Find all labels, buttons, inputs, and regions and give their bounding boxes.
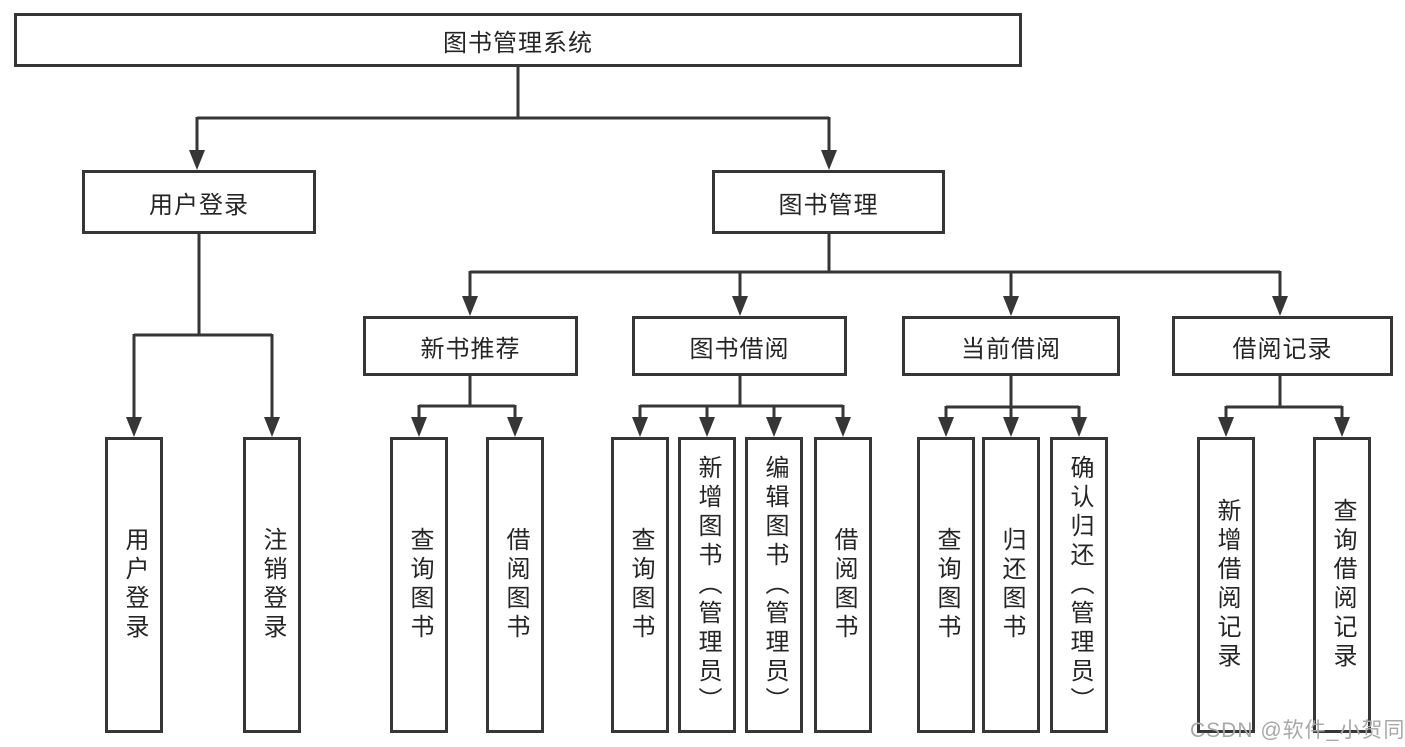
node-leaf-query-borrow-record: 查询借阅记录 xyxy=(1313,437,1371,733)
node-leaf-return-book: 归还图书 xyxy=(982,437,1040,733)
csdn-watermark: CSDN @软件_小贺同学 xyxy=(1190,719,1405,742)
node-leaf-confirm-return-admin: 确认归还（管理员） xyxy=(1050,437,1108,733)
node-leaf-query-book-current: 查询图书 xyxy=(917,437,975,733)
node-leaf-logout: 注销登录 xyxy=(243,437,301,733)
node-current-borrow: 当前借阅 xyxy=(902,316,1120,376)
node-leaf-edit-book-admin: 编辑图书（管理员） xyxy=(745,437,803,733)
node-borrow-records: 借阅记录 xyxy=(1172,316,1393,376)
node-leaf-add-book-admin: 新增图书（管理员） xyxy=(678,437,736,733)
node-leaf-user-login: 用户登录 xyxy=(105,437,163,733)
node-new-book-recommend: 新书推荐 xyxy=(363,316,578,376)
node-leaf-query-book-borrow: 查询图书 xyxy=(611,437,669,733)
node-leaf-borrow-book-recommend: 借阅图书 xyxy=(486,437,544,733)
node-leaf-borrow-book: 借阅图书 xyxy=(814,437,872,733)
node-leaf-query-book-recommend: 查询图书 xyxy=(390,437,448,733)
connector-lines xyxy=(132,67,1344,419)
node-library-management-system: 图书管理系统 xyxy=(14,13,1022,67)
node-leaf-add-borrow-record: 新增借阅记录 xyxy=(1197,437,1255,733)
node-book-borrow: 图书借阅 xyxy=(632,316,847,376)
node-book-management: 图书管理 xyxy=(712,170,945,234)
node-user-login: 用户登录 xyxy=(82,170,316,234)
